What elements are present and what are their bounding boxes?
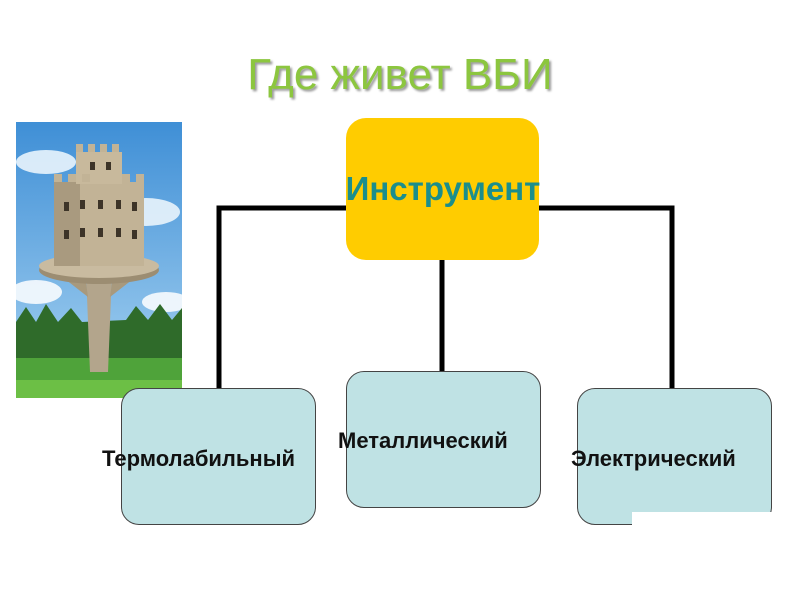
connector-left — [216, 205, 346, 390]
connector-right — [539, 205, 675, 390]
child-node-box-metallic — [346, 371, 541, 508]
child-node-label-thermolabile: Термолабильный — [102, 446, 296, 471]
child-node-label-electric: Электрический — [571, 446, 736, 471]
child-node-label-metallic: Металлический — [338, 428, 508, 453]
slide-title: Где живет ВБИ — [247, 50, 553, 99]
white-overlay — [632, 512, 772, 532]
root-node-box — [346, 118, 539, 260]
tower-castle-image — [16, 122, 182, 398]
root-node-label: Инструмент — [345, 170, 541, 207]
child-node-box-thermolabile — [121, 388, 316, 525]
